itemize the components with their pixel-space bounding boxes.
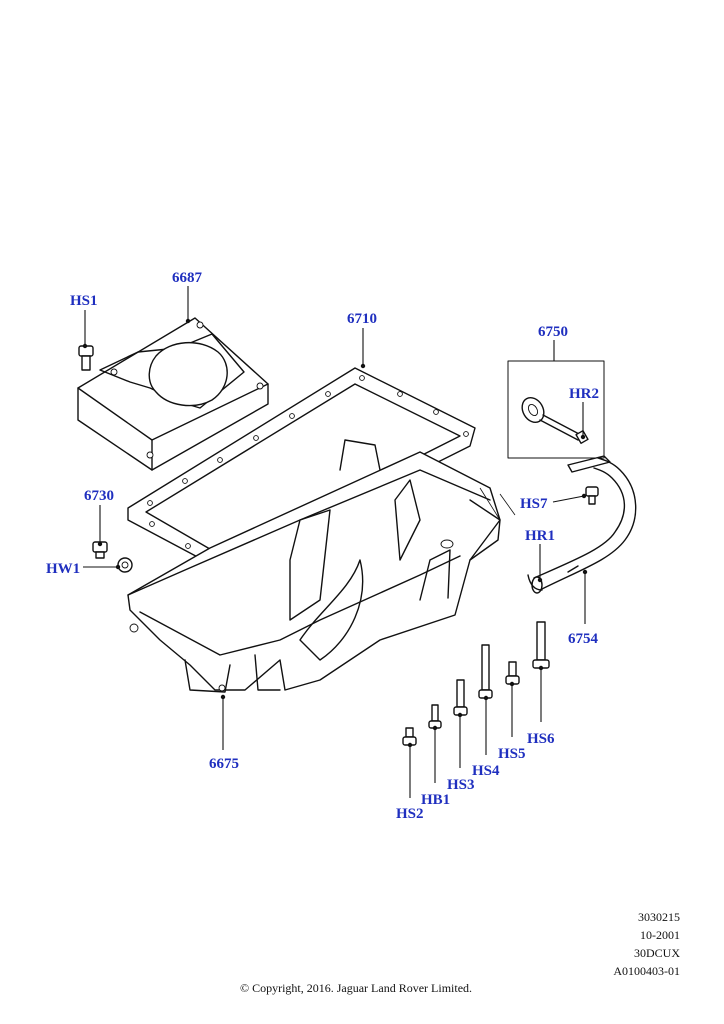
bolt-hs7[interactable] bbox=[585, 486, 599, 505]
callout-hr1: HR1 bbox=[525, 528, 555, 544]
bolt-hs3[interactable] bbox=[453, 679, 468, 716]
callout-6730: 6730 bbox=[84, 488, 114, 504]
callout-6710: 6710 bbox=[347, 311, 377, 327]
bolt-hs5[interactable] bbox=[505, 661, 520, 685]
callout-6754: 6754 bbox=[568, 631, 599, 647]
drawing-reference-block: 3030215 10-2001 30DCUX A0100403-01 bbox=[560, 908, 680, 980]
callout-hs6: HS6 bbox=[527, 731, 555, 747]
callout-6687: 6687 bbox=[172, 270, 203, 286]
callout-hs3: HS3 bbox=[447, 777, 475, 793]
callout-6675: 6675 bbox=[209, 756, 239, 772]
callout-hr2: HR2 bbox=[569, 386, 599, 402]
dipstick-6750[interactable] bbox=[507, 360, 605, 459]
callout-hs4: HS4 bbox=[472, 763, 500, 779]
o-ring-hr1[interactable] bbox=[527, 574, 543, 591]
reference-line-3: 30DCUX bbox=[633, 946, 680, 960]
bolt-hb1[interactable] bbox=[428, 704, 442, 729]
leader-lines bbox=[82, 286, 588, 798]
callout-hs7: HS7 bbox=[520, 496, 548, 512]
callout-6750: 6750 bbox=[538, 324, 568, 340]
washer-hw1[interactable] bbox=[117, 557, 133, 573]
callout-hs5: HS5 bbox=[498, 746, 526, 762]
reference-line-2: 10-2001 bbox=[640, 928, 680, 942]
copyright-notice: © Copyright, 2016. Jaguar Land Rover Lim… bbox=[239, 981, 473, 995]
reference-line-1: 3030215 bbox=[638, 910, 680, 924]
baffle-tray-6687[interactable] bbox=[77, 317, 269, 471]
oil-pan-gasket-6710[interactable] bbox=[127, 367, 476, 571]
oil-pan-6675[interactable] bbox=[127, 439, 516, 693]
callout-hs2: HS2 bbox=[396, 806, 424, 822]
bolt-hs6[interactable] bbox=[532, 621, 550, 669]
callout-hb1: HB1 bbox=[421, 792, 450, 808]
callout-hw1: HW1 bbox=[46, 561, 80, 577]
callout-hs1: HS1 bbox=[70, 293, 98, 309]
bolt-hs4[interactable] bbox=[478, 644, 493, 699]
bolt-hs2[interactable] bbox=[402, 727, 417, 746]
bolt-hs1[interactable] bbox=[78, 345, 94, 371]
reference-line-4: A0100403-01 bbox=[613, 964, 680, 978]
